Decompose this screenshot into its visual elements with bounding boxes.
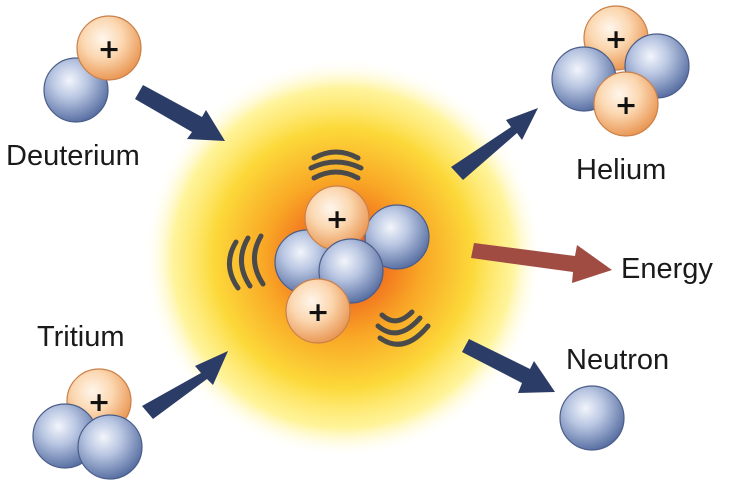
helium-nucleus: + +: [551, 5, 690, 137]
proton-symbol: +: [98, 34, 121, 65]
proton-symbol: +: [605, 24, 628, 55]
deuterium-arrow: [135, 85, 225, 141]
label-tritium: Tritium: [37, 321, 125, 353]
proton-symbol: +: [326, 204, 349, 235]
proton: [76, 15, 142, 81]
helium-arrow: [451, 108, 538, 180]
proton-symbol: +: [307, 297, 330, 328]
neutron-arrow: [462, 339, 555, 393]
neutron: [364, 204, 430, 270]
label-helium: Helium: [576, 154, 667, 186]
label-energy: Energy: [621, 253, 713, 285]
free-neutron: [559, 385, 625, 451]
label-deuterium: Deuterium: [6, 140, 140, 172]
fusing-nuclei: + +: [274, 185, 430, 344]
label-neutron: Neutron: [566, 344, 670, 376]
tritium-nucleus: +: [32, 368, 143, 480]
proton: [593, 71, 659, 137]
vibration-marks-left: [227, 233, 266, 291]
energy-arrow: [471, 243, 612, 283]
proton-symbol: +: [615, 90, 638, 121]
neutron: [77, 414, 143, 480]
tritium-arrow: [142, 351, 228, 419]
deuterium-nucleus: +: [43, 15, 142, 123]
proton: [285, 278, 351, 344]
vibration-marks-bottom-right: [375, 309, 431, 347]
vibration-marks-top: [308, 149, 364, 181]
proton-symbol: +: [88, 387, 111, 418]
